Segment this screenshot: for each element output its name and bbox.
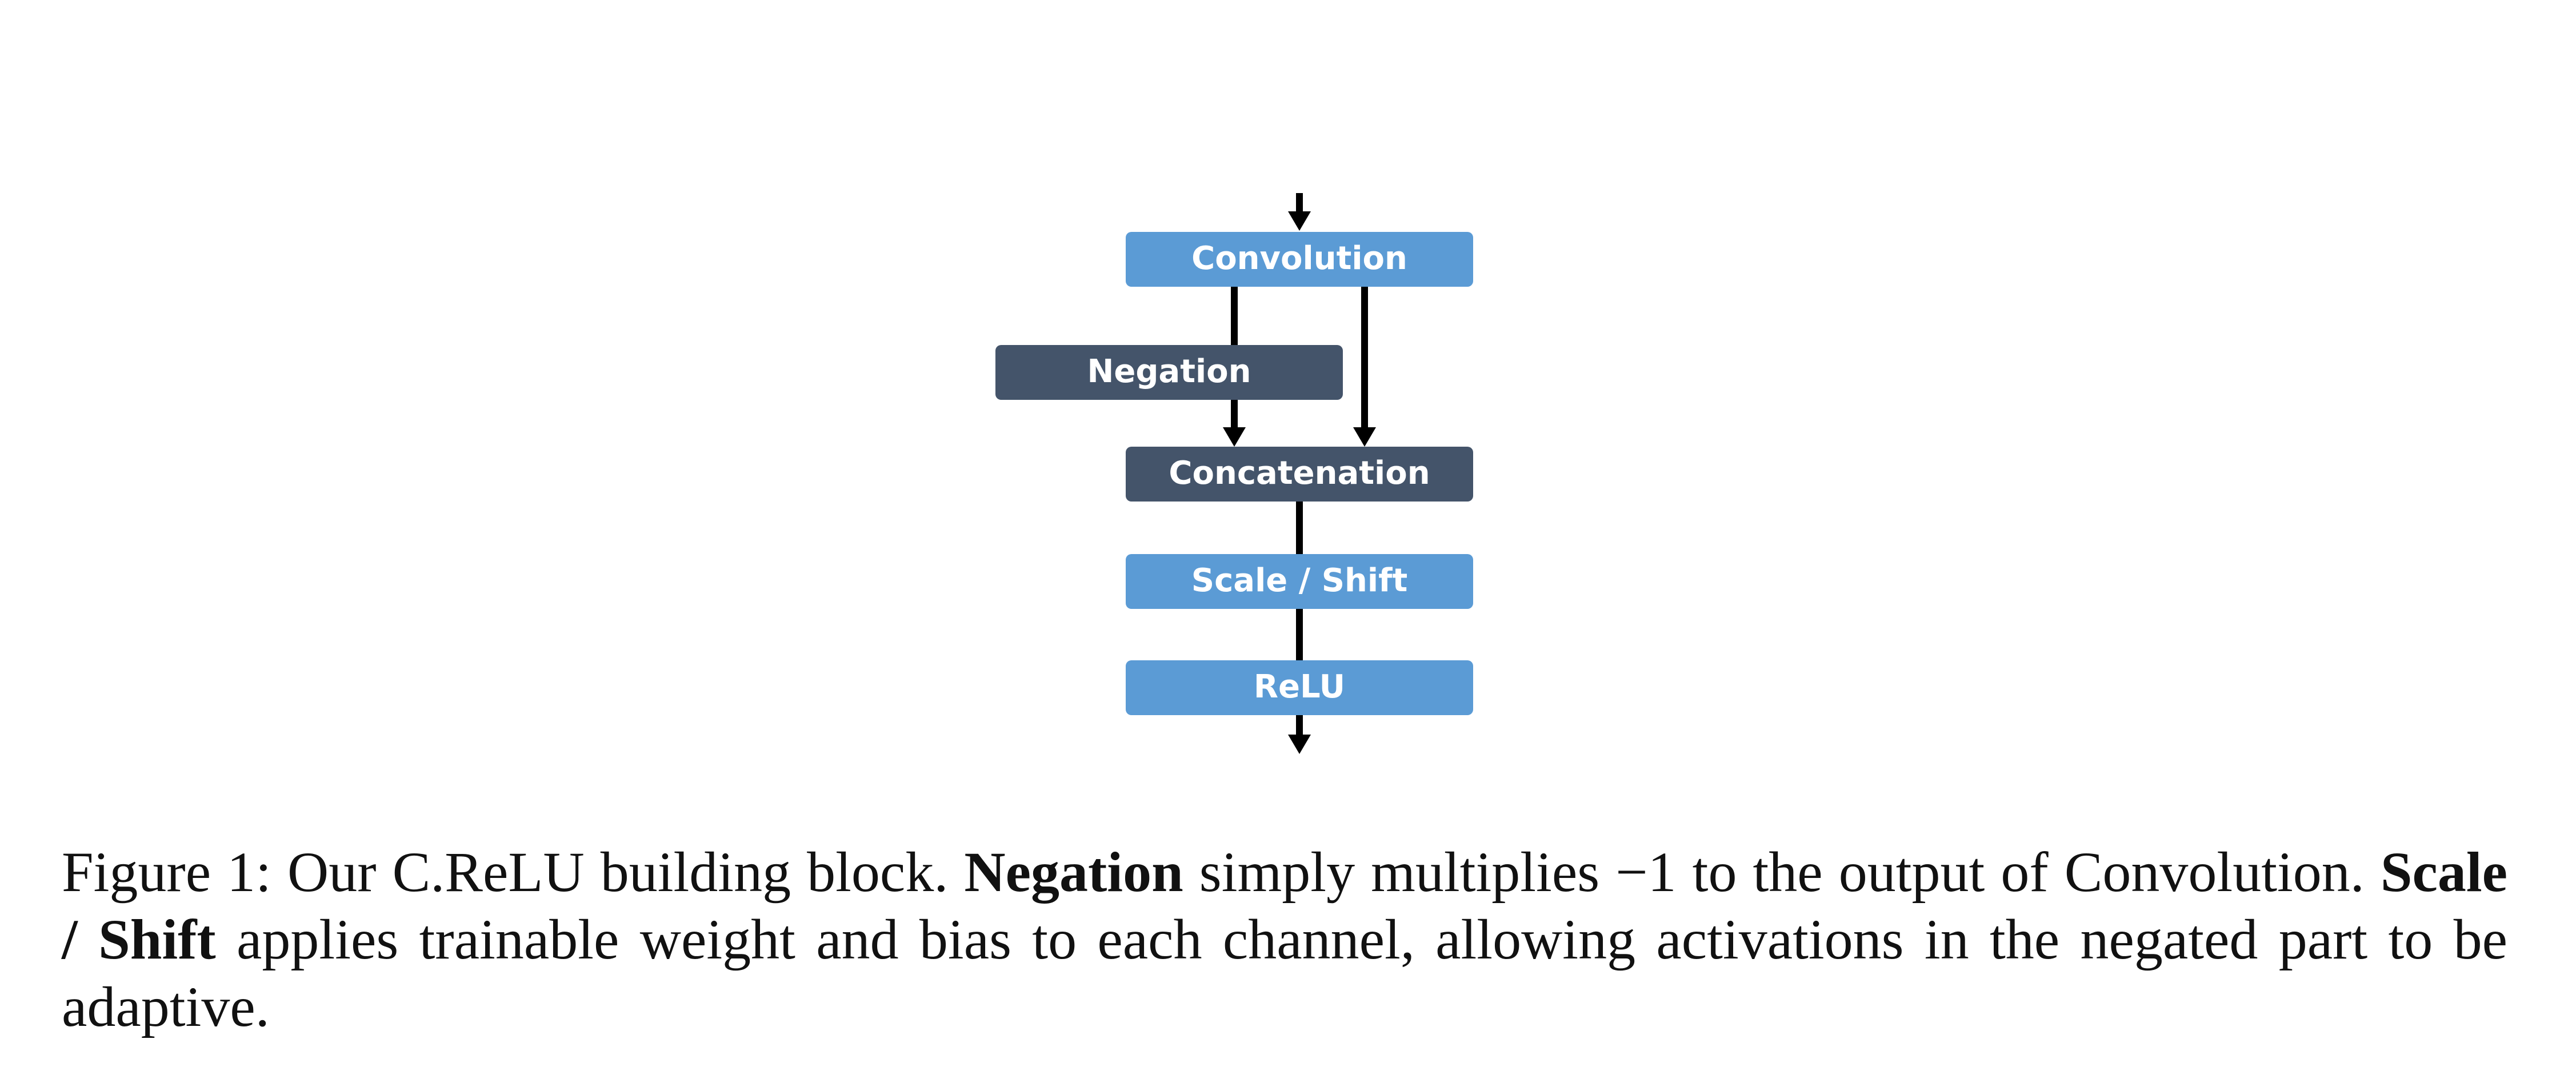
connectors <box>1231 193 1368 736</box>
arrowhead-into-concatenation-right <box>1353 427 1376 447</box>
node-scale-shift-label: Scale / Shift <box>1191 562 1407 599</box>
node-concatenation-label: Concatenation <box>1169 455 1430 492</box>
node-negation: Negation <box>995 345 1343 400</box>
node-convolution: Convolution <box>1126 232 1473 287</box>
crelu-diagram: Convolution Negation Concatenation Scale… <box>995 193 1473 754</box>
node-relu-box <box>1126 660 1473 715</box>
node-concatenation-box <box>1126 447 1473 502</box>
node-scale-shift-box <box>1126 554 1473 609</box>
node-scale-shift: Scale / Shift <box>1126 554 1473 609</box>
caption-scale-shift-description: applies trainable weight and bias to eac… <box>62 908 2508 1038</box>
caption-prefix: Figure 1: Our C.ReLU building block. <box>62 840 949 904</box>
node-negation-box <box>995 345 1343 400</box>
arrowhead-into-concatenation-left <box>1223 427 1246 447</box>
caption-term-negation: Negation <box>964 840 1183 904</box>
arrowhead-output <box>1288 735 1311 754</box>
figure-caption: Figure 1: Our C.ReLU building block. Neg… <box>62 839 2507 1041</box>
caption-term-scale-shift: Scale / Shift <box>62 840 2508 971</box>
node-relu-label: ReLU <box>1254 668 1345 705</box>
arrowhead-into-convolution <box>1288 211 1311 231</box>
node-concatenation: Concatenation <box>1126 447 1473 502</box>
node-convolution-label: Convolution <box>1191 240 1407 277</box>
node-negation-label: Negation <box>1087 353 1251 390</box>
caption-negation-description: simply multiplies −1 to the output of Co… <box>1199 840 2365 904</box>
arrowheads <box>1223 211 1376 754</box>
node-relu: ReLU <box>1126 660 1473 715</box>
node-convolution-box <box>1126 232 1473 287</box>
